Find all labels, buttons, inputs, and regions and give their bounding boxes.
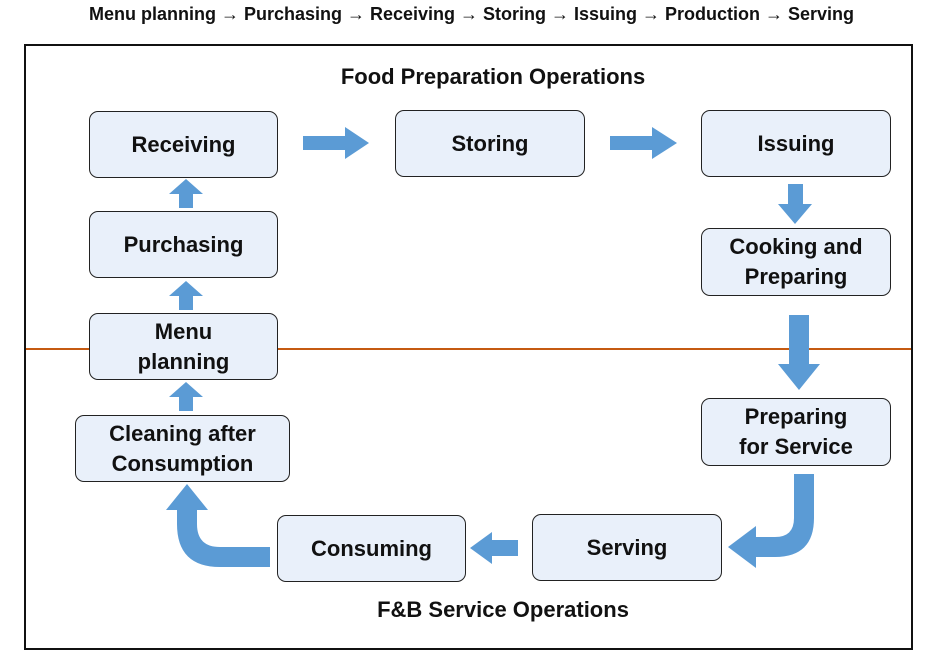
node-purchasing: Purchasing (89, 211, 278, 278)
node-cleaning-after-consumption: Cleaning after Consumption (75, 415, 290, 482)
node-preparing-service-label: Preparing for Service (739, 404, 853, 459)
node-storing: Storing (395, 110, 585, 177)
food-preparation-title: Food Preparation Operations (340, 64, 646, 89)
node-receiving: Receiving (89, 111, 278, 178)
arrow-preparing-service-to-serving (728, 474, 814, 568)
node-consuming-label: Consuming (311, 535, 432, 561)
arrow-issuing-to-cooking (778, 184, 812, 224)
arrow-storing-to-issuing (610, 127, 677, 159)
node-preparing-for-service: Preparing for Service (701, 398, 891, 466)
arrow-purchasing-to-receiving (169, 179, 203, 208)
arrow-menu-to-purchasing (169, 281, 203, 310)
node-menu-planning-label: Menu planning (137, 318, 230, 374)
node-issuing: Issuing (701, 110, 891, 177)
node-receiving-label: Receiving (131, 131, 236, 157)
arrow-cleaning-to-menu (169, 382, 203, 411)
node-cleaning-label: Cleaning after Consumption (109, 420, 256, 476)
fb-service-title: F&B Service Operations (377, 597, 629, 622)
node-purchasing-label: Purchasing (123, 231, 244, 257)
process-caption: Menu planning → Purchasing → Receiving →… (88, 4, 855, 24)
diagram-frame (24, 44, 913, 650)
node-storing-label: Storing (451, 130, 529, 156)
node-menu-planning: Menu planning (89, 313, 278, 380)
node-cooking-label: Cooking and Preparing (729, 234, 863, 289)
node-cooking-and-preparing: Cooking and Preparing (701, 228, 891, 296)
section-divider (26, 348, 911, 350)
node-issuing-label: Issuing (757, 130, 835, 156)
node-consuming: Consuming (277, 515, 466, 582)
arrow-serving-to-consuming (470, 532, 518, 564)
arrow-receiving-to-storing (303, 127, 369, 159)
arrow-cooking-to-preparing-service (778, 315, 820, 390)
node-serving: Serving (532, 514, 722, 581)
arrow-consuming-to-cleaning (166, 484, 270, 567)
node-serving-label: Serving (586, 534, 668, 560)
